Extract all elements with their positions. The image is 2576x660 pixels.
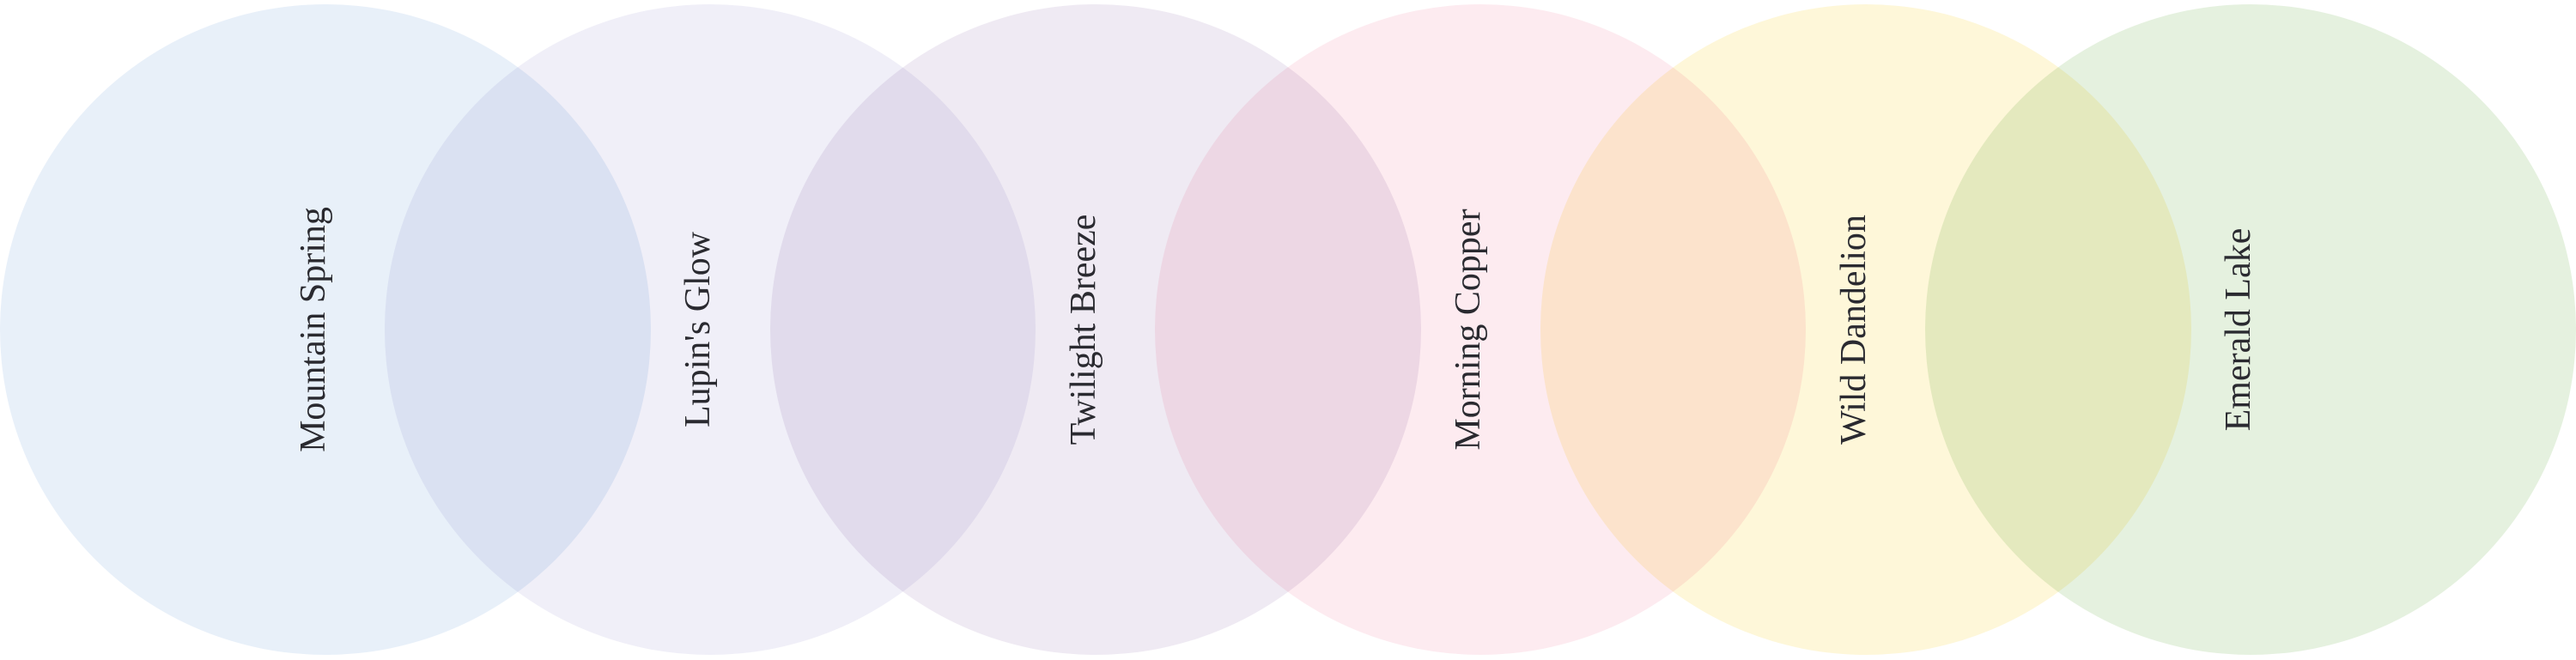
palette-label: Emerald Lake [2219,227,2258,432]
palette-circle [1925,4,2576,655]
palette-label: Morning Copper [1449,209,1488,451]
palette-label: Twilight Breeze [1064,214,1103,445]
palette-label: Mountain Spring [294,207,333,452]
palette-label: Wild Dandelion [1834,215,1874,445]
palette-label: Lupin's Glow [678,231,718,428]
